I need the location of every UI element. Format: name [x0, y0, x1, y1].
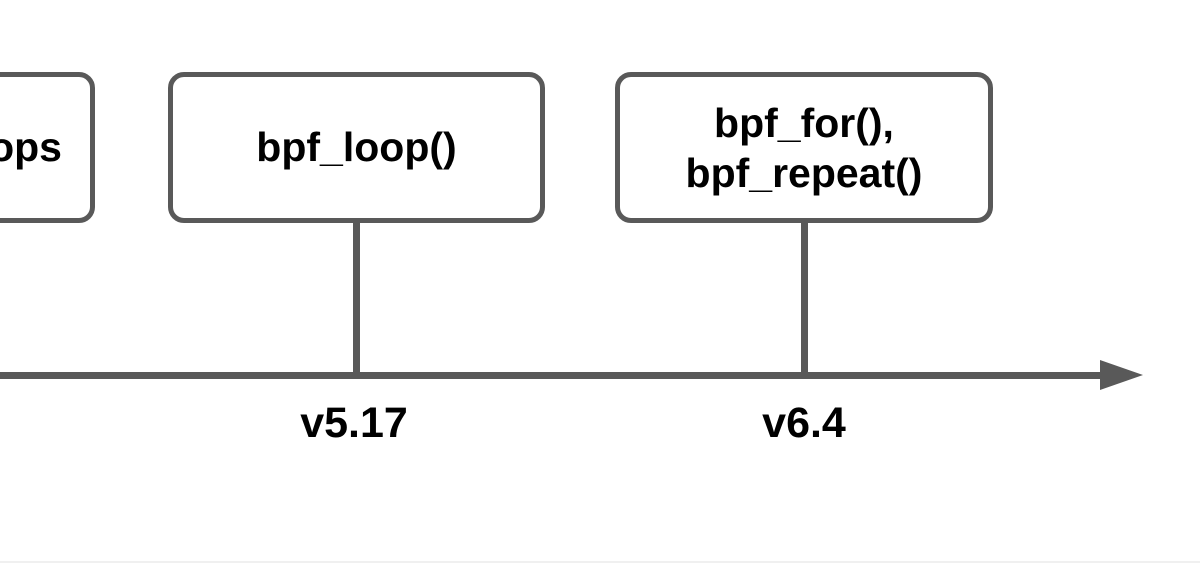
event-box-bpf-loop: bpf_loop() [168, 72, 545, 223]
event-box-clipped-left: ops [0, 72, 95, 223]
event-box-bpf-loop-label: bpf_loop() [256, 124, 457, 170]
event-box-bpf-repeat-label: bpf_repeat() [685, 149, 923, 196]
connector-bpf-for-repeat [801, 220, 808, 373]
event-box-bpf-for-repeat: bpf_for(), bpf_repeat() [615, 72, 993, 223]
event-box-bpf-for-label: bpf_for(), [714, 99, 894, 146]
event-box-clipped-label: ops [0, 124, 62, 170]
connector-bpf-loop [353, 220, 360, 373]
version-label-v6-4: v6.4 [762, 399, 846, 447]
bottom-edge-divider [0, 561, 1200, 563]
timeline-axis [0, 372, 1102, 379]
version-label-v5-17: v5.17 [300, 399, 408, 447]
arrow-right-icon [1100, 360, 1143, 390]
